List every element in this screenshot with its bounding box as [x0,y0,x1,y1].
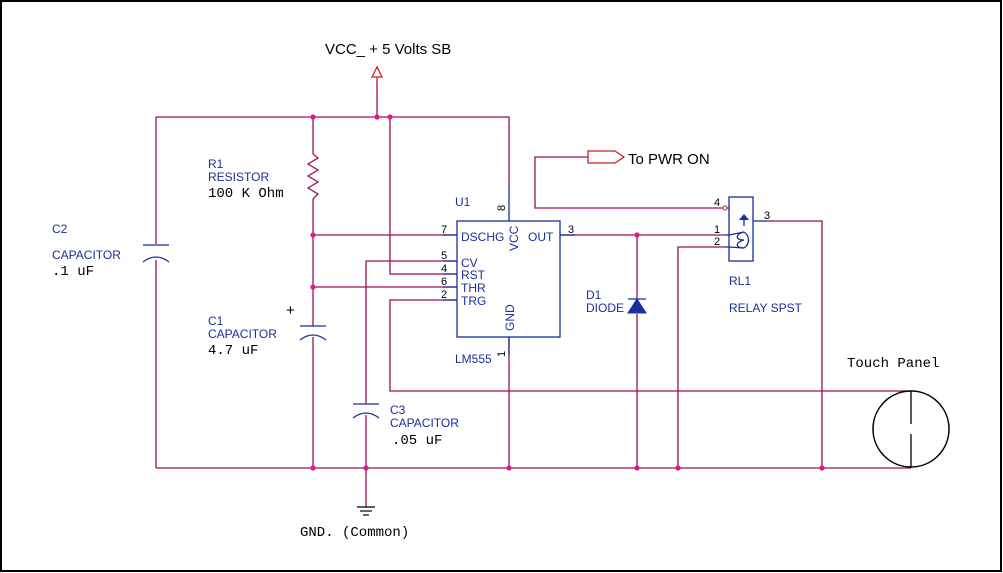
c3-type: CAPACITOR [390,416,459,430]
u1-pin-cv-name: CV [461,256,478,270]
u1-pin-thr-name: THR [461,281,486,295]
output-port-label: To PWR ON [628,151,710,168]
u1-pin-dschg-num: 7 [441,224,447,236]
ground-icon [357,506,375,516]
u1-pin-trg-num: 2 [441,289,447,301]
u1-pin-rst-name: RST [461,268,486,282]
capacitor-c1-icon [299,325,327,341]
u1-pin-out-name: OUT [528,230,554,244]
u1-pin-out-num: 3 [568,224,574,236]
wires [155,82,911,507]
d1-ref: D1 [586,288,602,302]
r1-type: RESISTOR [208,170,269,184]
rl1-ref: RL1 [729,274,751,288]
rl1-pin2: 2 [714,236,720,248]
c3-ref: C3 [390,403,406,417]
resistor-r1-icon [306,153,320,200]
c2-ref: C2 [52,222,68,236]
rl1-pin4: 4 [714,197,720,209]
ground-label: GND. (Common) [300,525,409,541]
rl1-pin3: 3 [764,210,770,222]
c2-type: CAPACITOR [52,248,121,262]
c1-polarity: + [286,302,295,319]
c1-value: 4.7 uF [208,343,258,359]
u1-pin-trg-name: TRG [461,294,486,308]
u1-pin-thr-num: 6 [441,276,447,288]
c1-ref: C1 [208,314,224,328]
u1-pin-rst-num: 4 [441,263,447,275]
relay-rl1-icon [722,196,767,262]
junction-dots [310,114,825,471]
u1-part: LM555 [455,352,492,366]
c2-value: .1 uF [52,264,94,280]
rl1-pin1: 1 [714,224,720,236]
rl1-type: RELAY SPST [729,301,803,315]
vcc-supply-icon [370,65,384,82]
output-port-icon [587,150,626,164]
d1-type: DIODE [586,301,624,315]
diode-d1-icon [627,298,647,314]
c3-value: .05 uF [392,433,442,449]
r1-value: 100 K Ohm [208,186,284,202]
vcc-supply-label: VCC_ + 5 Volts SB [325,41,451,58]
capacitor-c3-icon [352,403,380,419]
c1-type: CAPACITOR [208,327,277,341]
u1-ref: U1 [455,195,471,209]
u1-pin-dschg-name: DSCHG [461,230,504,244]
r1-ref: R1 [208,157,224,171]
touch-panel-icon [872,390,950,468]
ic-u1-lm555 [443,183,575,355]
capacitor-c2-icon [142,244,170,263]
touch-panel-label: Touch Panel [847,356,939,372]
u1-pin-gnd-num: 1 [496,351,508,357]
u1-pin-vcc-name: VCC [507,225,521,251]
u1-pin-vcc-num: 8 [496,205,508,211]
u1-pin-cv-num: 5 [441,250,447,262]
u1-pin-gnd-name: GND [503,304,517,331]
